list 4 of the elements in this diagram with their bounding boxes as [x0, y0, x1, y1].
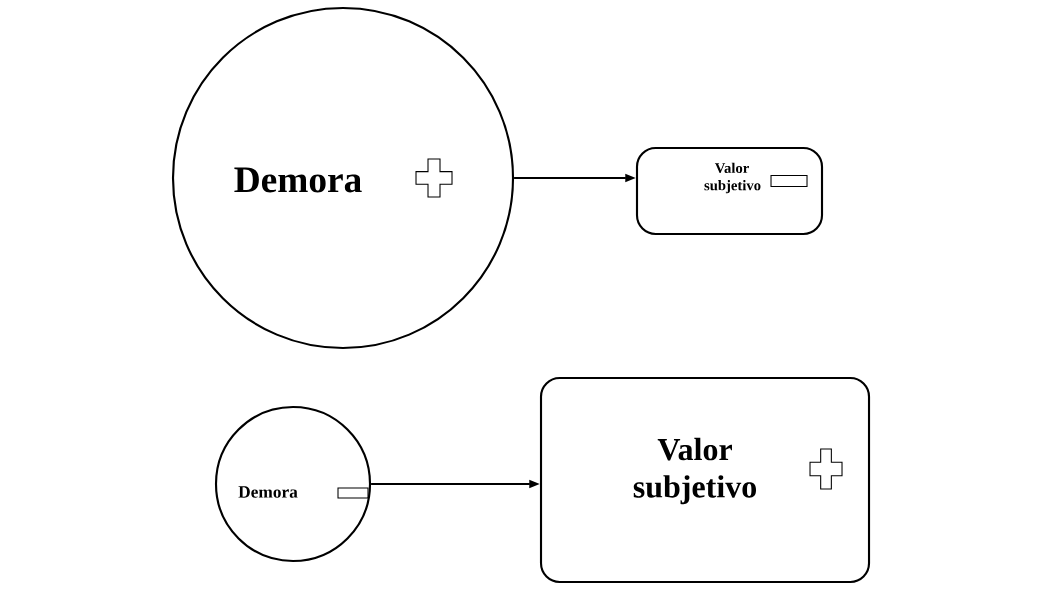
rounded-box: Valor subjetivo [635, 146, 824, 236]
rounded-box: Valor subjetivo [539, 376, 871, 584]
circle-node: Demora [214, 405, 372, 563]
circle-node: Demora [171, 6, 515, 350]
